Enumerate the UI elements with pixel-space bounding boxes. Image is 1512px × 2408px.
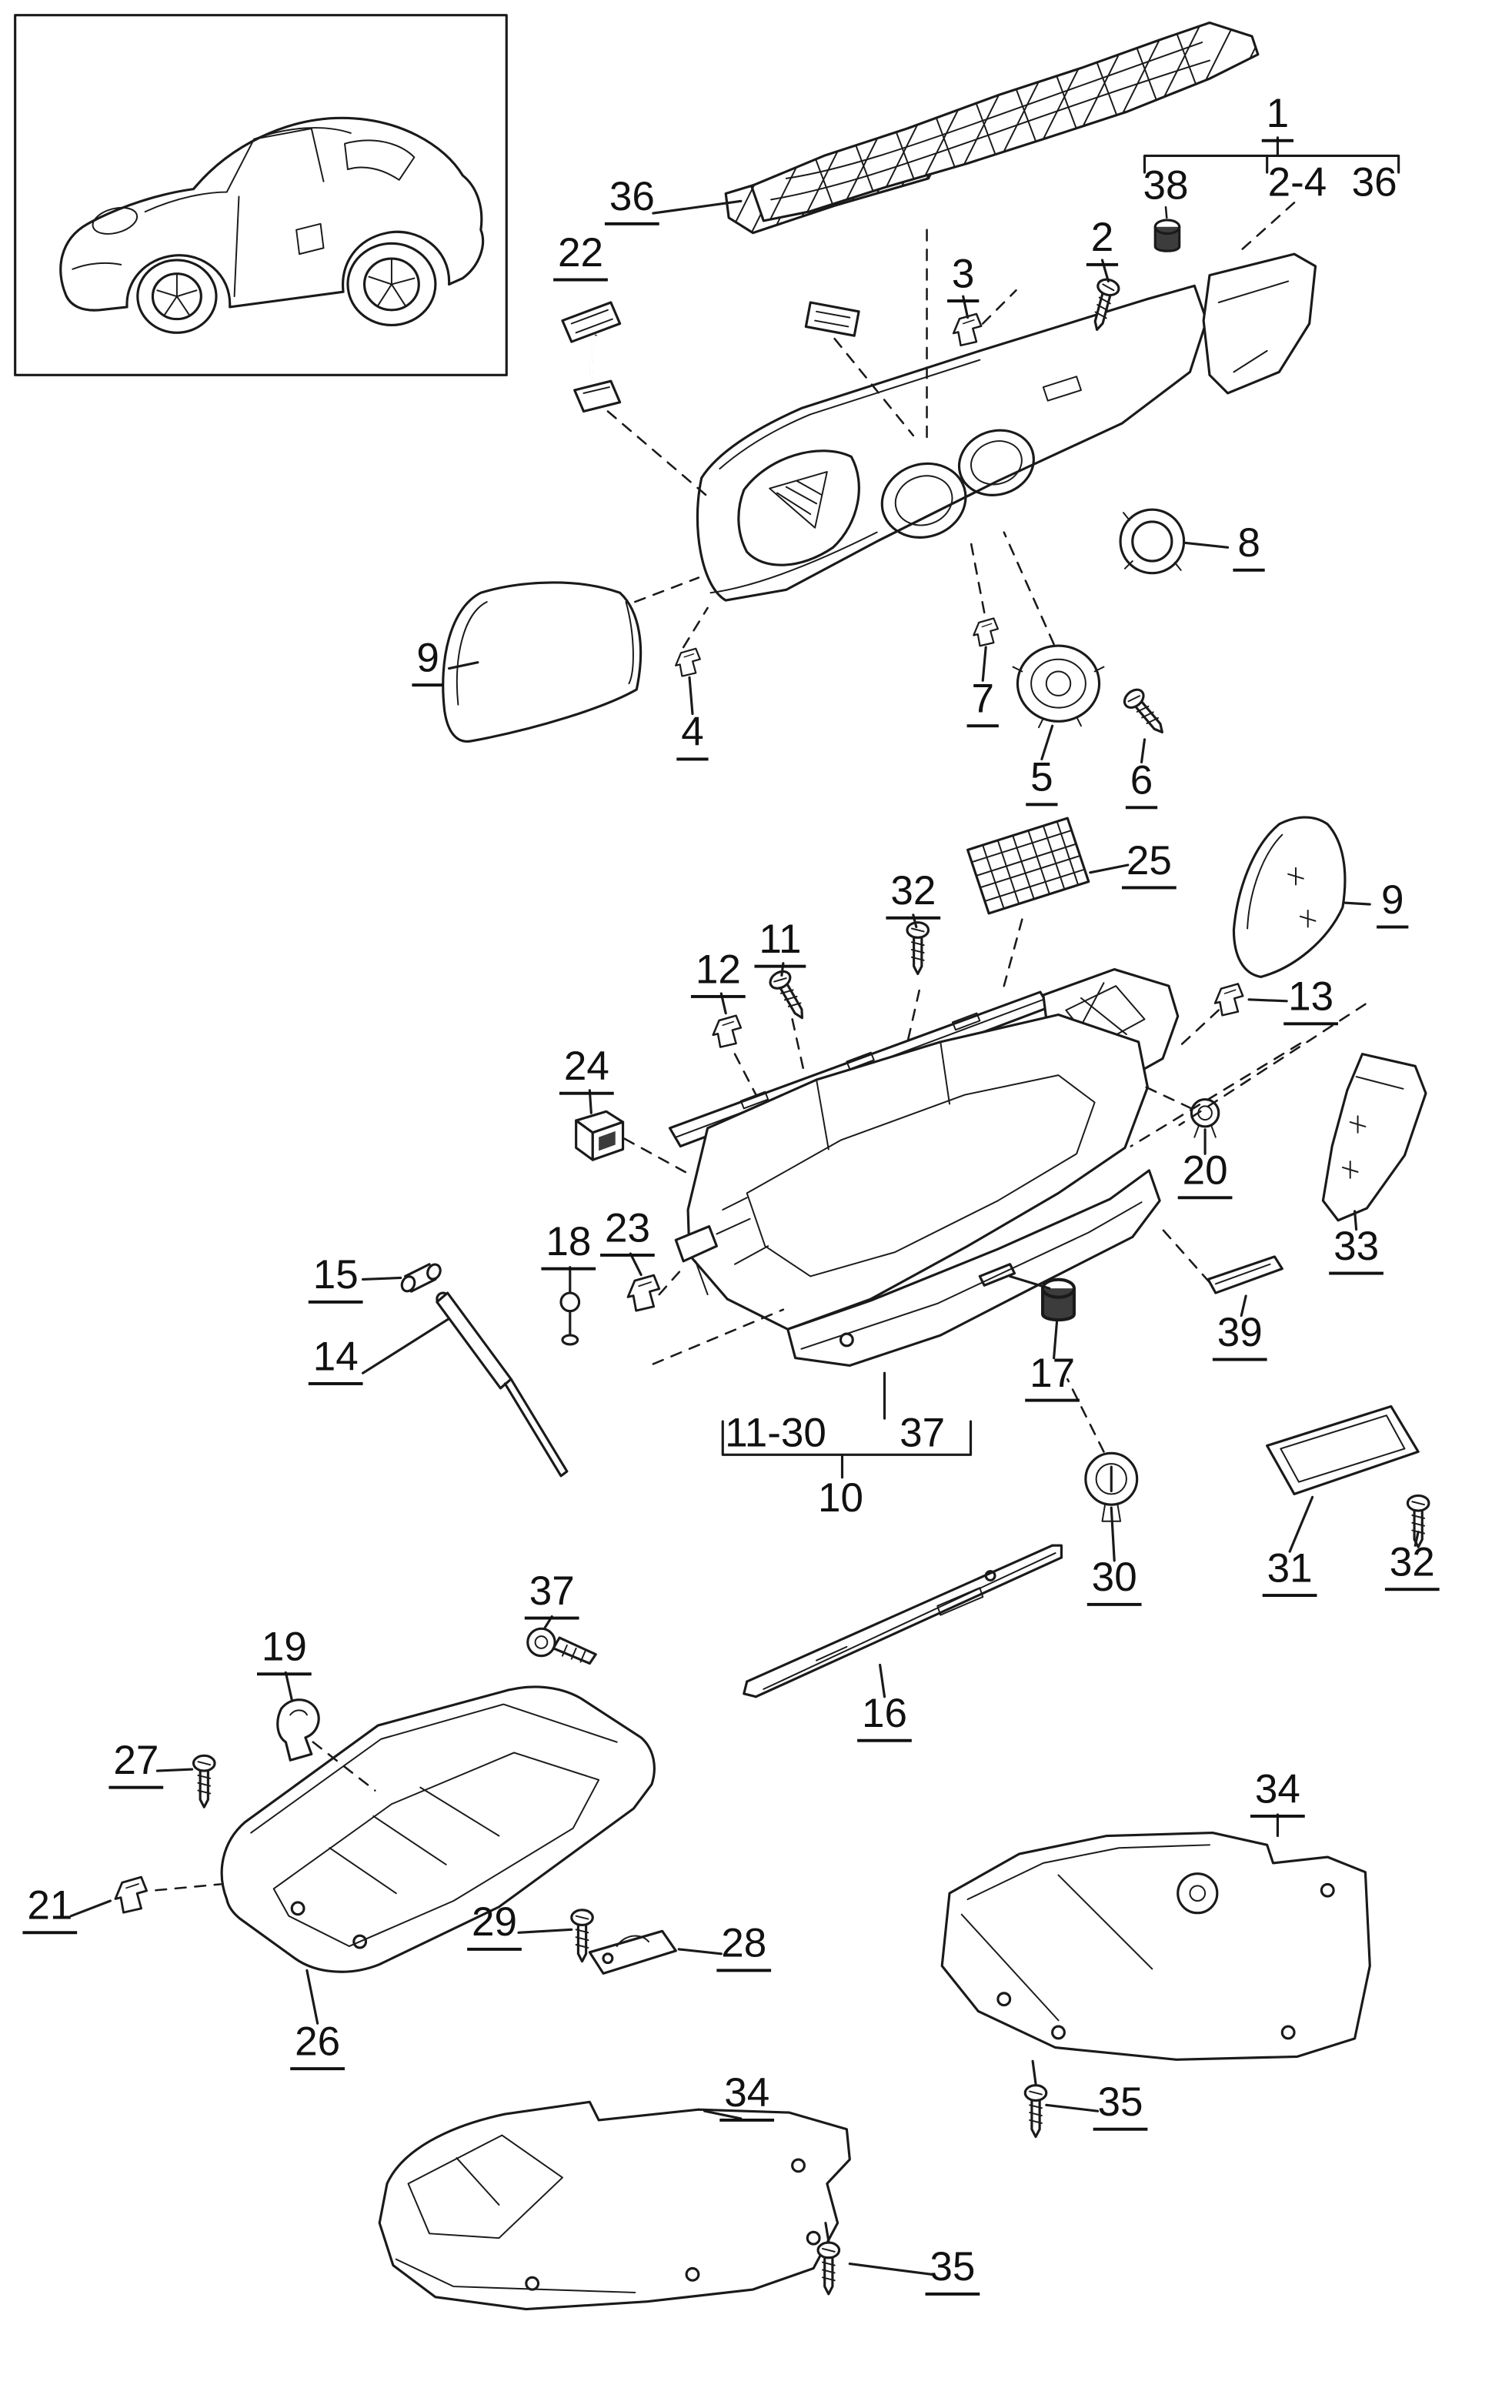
part-callout-12: 12 xyxy=(690,949,746,998)
part-callout-1: 1 xyxy=(1261,93,1294,142)
part-callout-27: 27 xyxy=(108,1740,164,1789)
glovebox-lid-26 xyxy=(220,1685,656,1973)
part-callout-36: 36 xyxy=(1351,159,1397,205)
glovebox-housing-10 xyxy=(668,967,1180,1367)
part-callout-28: 28 xyxy=(716,1922,772,1972)
screw-37-left xyxy=(526,1627,597,1665)
part-callout-2-4: 2-4 xyxy=(1267,159,1327,205)
part-callout-35: 35 xyxy=(1093,2082,1148,2131)
part-callout-26: 26 xyxy=(290,2021,345,2071)
part-callout-38: 38 xyxy=(1143,162,1189,209)
part-callout-9: 9 xyxy=(412,637,444,687)
part-callout-14: 14 xyxy=(308,1336,363,1385)
part-callout-25: 25 xyxy=(1121,840,1177,890)
part-callout-2: 2 xyxy=(1086,217,1119,266)
part-callout-39: 39 xyxy=(1212,1312,1267,1361)
part-callout-34: 34 xyxy=(719,2072,775,2122)
part-callout-33: 33 xyxy=(1329,1226,1384,1275)
part-callout-15: 15 xyxy=(308,1254,363,1304)
hinge-19 xyxy=(276,1698,320,1762)
part-callout-36: 36 xyxy=(604,176,659,225)
part-callout-37: 37 xyxy=(524,1571,579,1620)
plate-31 xyxy=(1266,1404,1420,1495)
part-callout-11-30: 11-30 xyxy=(725,1410,826,1456)
side-trim-9-left xyxy=(442,581,643,743)
part-callout-29: 29 xyxy=(467,1902,522,1951)
striker-24 xyxy=(575,1110,625,1161)
part-callout-17: 17 xyxy=(1025,1353,1080,1402)
part-callout-4: 4 xyxy=(676,712,709,761)
pin-18 xyxy=(559,1291,581,1346)
panel-34-right xyxy=(940,1832,1371,2061)
part-callout-35: 35 xyxy=(925,2246,980,2296)
part-callout-31: 31 xyxy=(1262,1548,1317,1598)
part-callout-9: 9 xyxy=(1377,880,1409,929)
part-callout-3: 3 xyxy=(947,253,980,302)
part-callout-37: 37 xyxy=(900,1410,946,1456)
part-callout-23: 23 xyxy=(600,1207,655,1257)
part-callout-13: 13 xyxy=(1283,976,1339,1026)
panel-34-bottom xyxy=(378,2100,851,2311)
strip-39 xyxy=(1207,1255,1283,1294)
wiring-harness-22 xyxy=(561,274,860,413)
part-callout-30: 30 xyxy=(1086,1557,1142,1606)
part-callout-21: 21 xyxy=(22,1885,78,1935)
dashboard-trim-panel-1 xyxy=(696,252,1317,602)
rail-16 xyxy=(743,1544,1063,1698)
speaker-housing-5 xyxy=(1012,644,1105,729)
bezel-ring-8 xyxy=(1119,508,1186,575)
part-callout-5: 5 xyxy=(1026,756,1058,807)
part-callout-24: 24 xyxy=(559,1046,614,1095)
damper-strut-14 xyxy=(436,1291,569,1478)
part-callout-32: 32 xyxy=(886,870,941,920)
part-callout-11: 11 xyxy=(754,919,806,968)
part-callout-20: 20 xyxy=(1177,1150,1233,1200)
latch-28 xyxy=(588,1929,677,1975)
part-callout-8: 8 xyxy=(1233,523,1265,572)
part-callout-6: 6 xyxy=(1125,760,1158,810)
part-callout-16: 16 xyxy=(857,1693,912,1742)
part-callout-22: 22 xyxy=(553,232,608,282)
mesh-grille-25 xyxy=(966,817,1090,915)
part-callout-19: 19 xyxy=(257,1626,312,1676)
part-callout-18: 18 xyxy=(541,1221,596,1271)
vehicle-inset xyxy=(14,14,508,376)
leader-lines xyxy=(69,136,1420,2276)
pin-15 xyxy=(400,1263,442,1293)
lock-30 xyxy=(1084,1451,1139,1522)
speaker-grille-36 xyxy=(724,21,1260,235)
part-callout-34: 34 xyxy=(1250,1768,1305,1818)
side-trim-9-right xyxy=(1232,816,1347,978)
car-icon xyxy=(59,116,485,334)
trim-33 xyxy=(1321,1053,1427,1222)
part-callout-7: 7 xyxy=(966,678,999,728)
part-callout-32: 32 xyxy=(1384,1541,1440,1591)
part-callout-10: 10 xyxy=(818,1475,864,1521)
